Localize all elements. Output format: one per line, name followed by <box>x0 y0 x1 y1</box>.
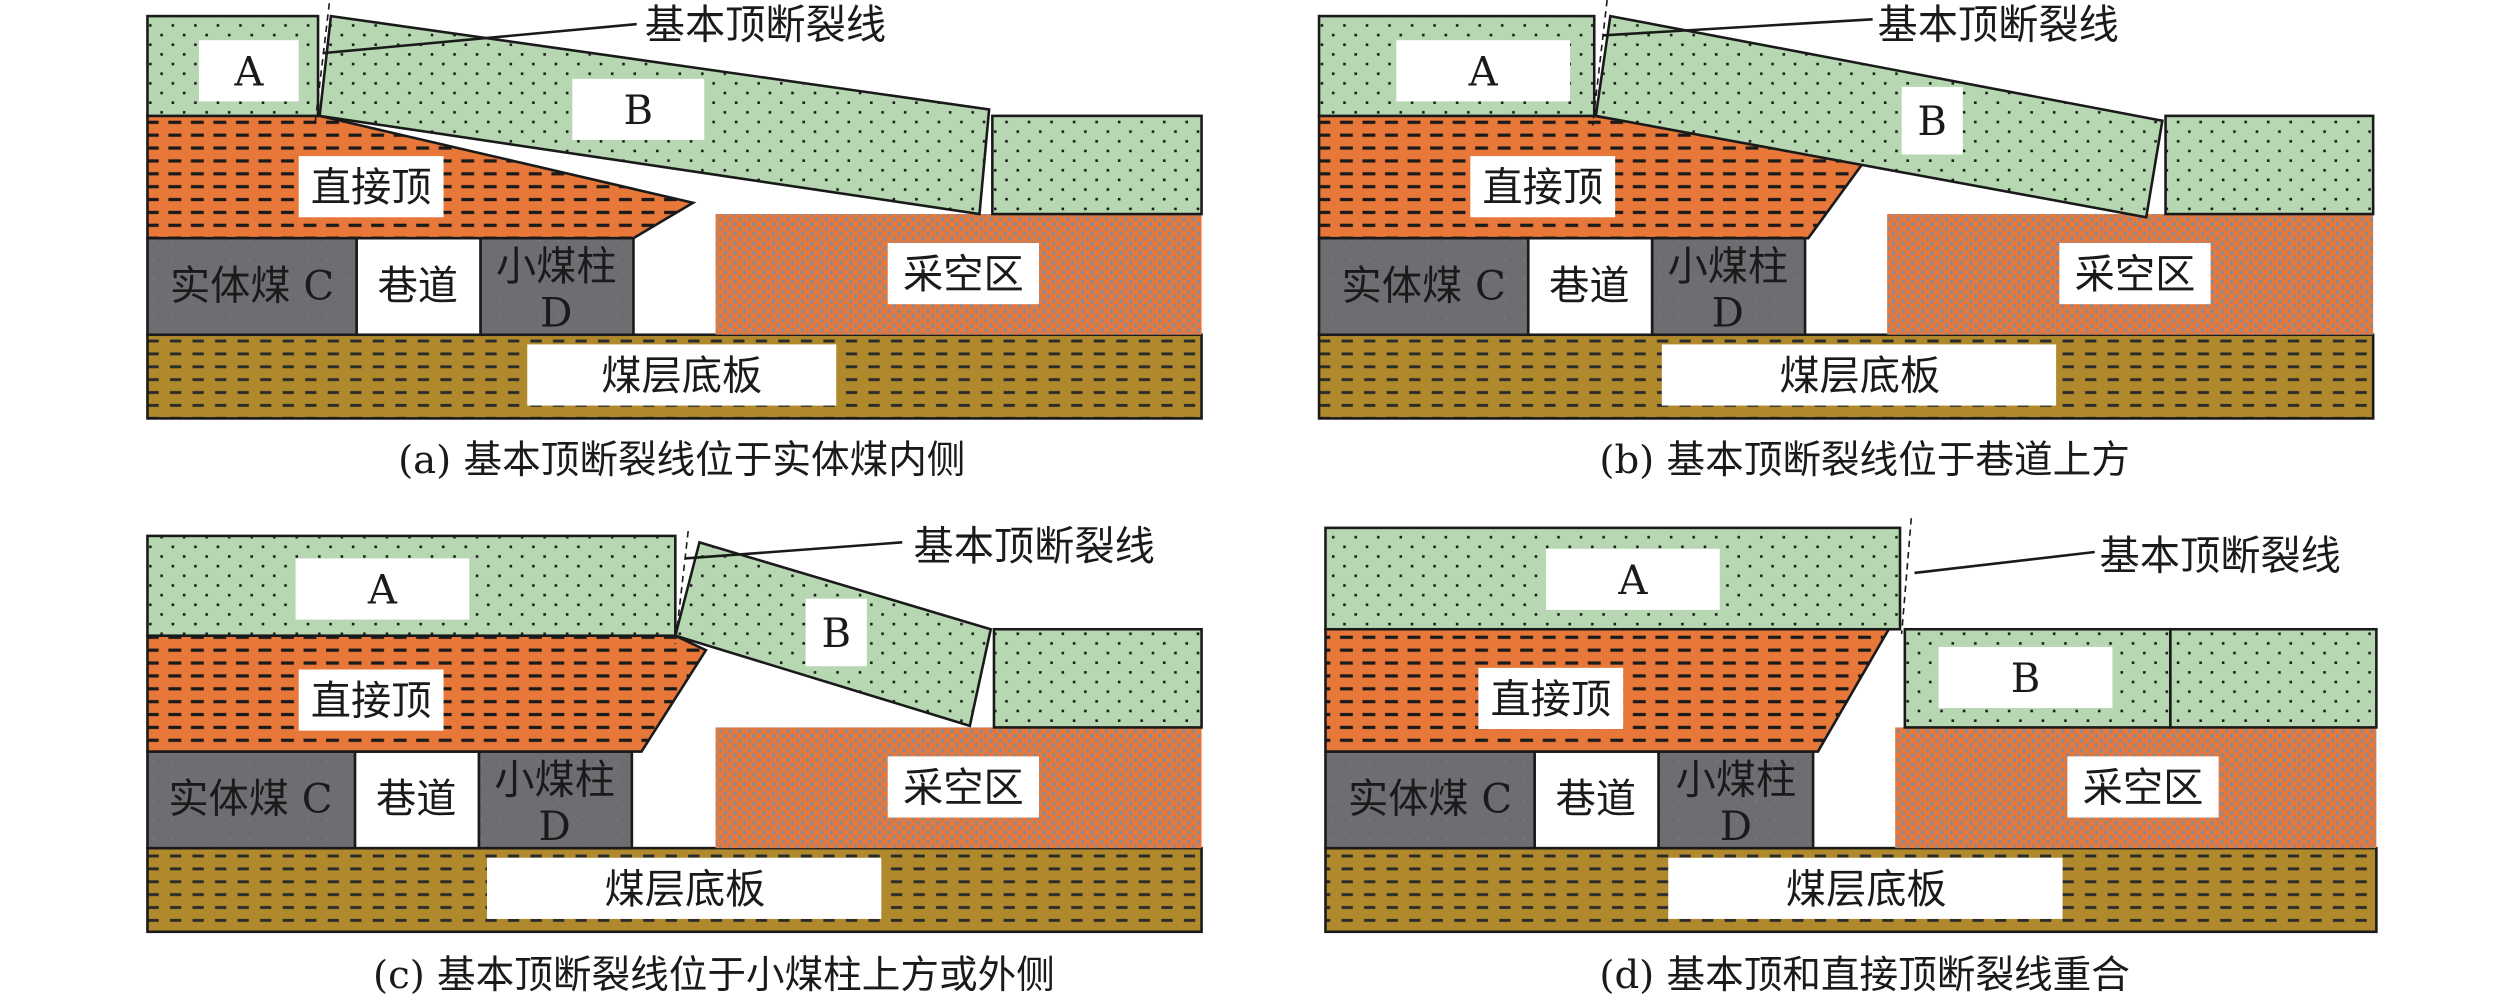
main-roof-block-b <box>1594 14 2164 219</box>
block-b-label-box <box>805 598 867 667</box>
fracture-line-dashed <box>1591 0 1608 126</box>
caption-d: (d) 基本顶和直接顶断裂线重合 <box>1599 953 2129 998</box>
immediate-roof-label: 直接顶 <box>1490 677 1611 723</box>
immediate-roof-label-box <box>298 669 444 731</box>
fracture-line-label: 基本顶断裂线 <box>2100 534 2341 580</box>
solid-coal-c <box>1317 236 1530 337</box>
floor-label-box <box>487 857 882 919</box>
floor-label: 煤层底板 <box>1786 867 1947 913</box>
small-pillar-label-1: 小煤柱 <box>496 244 617 290</box>
main-roof-right <box>2169 627 2378 729</box>
floor-label: 煤层底板 <box>601 353 762 399</box>
roadway <box>1526 236 1654 337</box>
caption-a: (a) 基本顶断裂线位于实体煤内侧 <box>398 438 965 483</box>
fracture-leader <box>1914 550 2095 575</box>
immediate-roof-label: 直接顶 <box>311 679 432 725</box>
immediate-roof-label-box <box>1478 667 1624 730</box>
caption-b: (b) 基本顶断裂线位于巷道上方 <box>1599 438 2129 483</box>
fracture-line-dashed <box>674 530 689 644</box>
main-roof-right <box>991 114 1203 216</box>
small-pillar-label-1: 小煤柱 <box>494 757 615 803</box>
roadway <box>353 750 481 850</box>
roadway-label: 巷道 <box>378 263 458 309</box>
fracture-line-label: 基本顶断裂线 <box>645 3 886 49</box>
solid-coal-label: 实体煤 C <box>1348 777 1512 823</box>
floor-label-box <box>1661 344 2057 406</box>
fracture-leader <box>684 541 903 560</box>
block-b-label-box <box>1901 86 1963 155</box>
goaf-label: 采空区 <box>2083 765 2204 811</box>
block-a-label: A <box>1468 49 1499 95</box>
block-a-label: A <box>233 49 264 95</box>
goaf-label: 采空区 <box>903 765 1024 811</box>
immediate-roof-label-box <box>1470 156 1616 218</box>
floor-label: 煤层底板 <box>605 867 766 913</box>
roadway-label: 巷道 <box>376 777 456 823</box>
roadway-label: 巷道 <box>1556 777 1636 823</box>
goaf-label: 采空区 <box>2075 252 2196 298</box>
block-a-label-box <box>1545 548 1720 610</box>
block-b-label-box <box>572 78 705 141</box>
block-b-label: B <box>624 88 654 134</box>
block-a-label-box <box>198 40 299 102</box>
floor-label-box <box>527 344 837 406</box>
small-pillar-d <box>479 236 635 337</box>
block-b-label-box <box>1938 646 2113 709</box>
small-pillar-label-2: D <box>1720 804 1752 850</box>
goaf-label-box <box>887 243 1040 305</box>
block-a-label: A <box>1617 558 1648 604</box>
main-roof-right <box>2164 114 2375 216</box>
small-pillar-d <box>1657 750 1815 850</box>
fracture-line-label: 基本顶断裂线 <box>1877 3 2118 49</box>
block-b-label: B <box>2011 656 2041 702</box>
small-pillar-d <box>1650 236 1807 337</box>
small-pillar-label-1: 小煤柱 <box>1667 244 1788 290</box>
floor-label-box <box>1668 857 2063 919</box>
panel-d: 煤层底板 实体煤 C 巷道 小煤柱 D 采空区 直接顶 A B 基本顶断裂线 (… <box>1324 518 2378 998</box>
fracture-leader <box>322 22 637 55</box>
block-a-label: A <box>367 567 398 613</box>
solid-coal-label: 实体煤 C <box>1342 263 1506 309</box>
block-b-label: B <box>1917 99 1947 145</box>
small-pillar-label-2: D <box>538 804 570 850</box>
main-roof-right <box>992 627 1203 729</box>
small-pillar-label-2: D <box>1712 291 1744 337</box>
goaf-label-box <box>2059 243 2211 305</box>
floor-label: 煤层底板 <box>1779 353 1940 399</box>
block-a-label-box <box>1396 40 1571 102</box>
roadway-label: 巷道 <box>1549 263 1629 309</box>
solid-coal-c <box>146 750 357 850</box>
panel-a: 煤层底板 实体煤 C 巷道 小煤柱 D 采空区 直接顶 A B 基本顶断裂线 (… <box>146 3 1203 483</box>
solid-coal-label: 实体煤 C <box>170 263 334 309</box>
goaf-label-box <box>887 756 1040 818</box>
block-b-label: B <box>821 611 851 657</box>
small-pillar-d <box>477 750 634 850</box>
fracture-line-dashed <box>1900 518 1913 635</box>
block-a-label-box <box>295 558 470 620</box>
solid-coal-label: 实体煤 C <box>168 777 332 823</box>
immediate-roof-label-box <box>298 156 444 218</box>
small-pillar-label-1: 小煤柱 <box>1676 757 1797 803</box>
goaf-label-box <box>2067 756 2219 818</box>
fracture-leader <box>1602 18 1873 37</box>
fracture-line-label: 基本顶断裂线 <box>913 524 1154 570</box>
goaf-label: 采空区 <box>903 252 1024 298</box>
roadway <box>355 236 482 337</box>
caption-c: (c) 基本顶断裂线位于小煤柱上方或外侧 <box>373 953 1055 998</box>
panel-b: 煤层底板 实体煤 C 巷道 小煤柱 D 采空区 直接顶 A B 基本顶断裂线 (… <box>1317 0 2375 483</box>
fracture-line-dashed <box>314 3 331 126</box>
immediate-roof-label: 直接顶 <box>1482 165 1603 211</box>
small-pillar-label-2: D <box>540 291 572 337</box>
immediate-roof-label: 直接顶 <box>311 165 432 211</box>
panel-c: 煤层底板 实体煤 C 巷道 小煤柱 D 采空区 直接顶 A B 基本顶断裂线 (… <box>146 524 1203 998</box>
